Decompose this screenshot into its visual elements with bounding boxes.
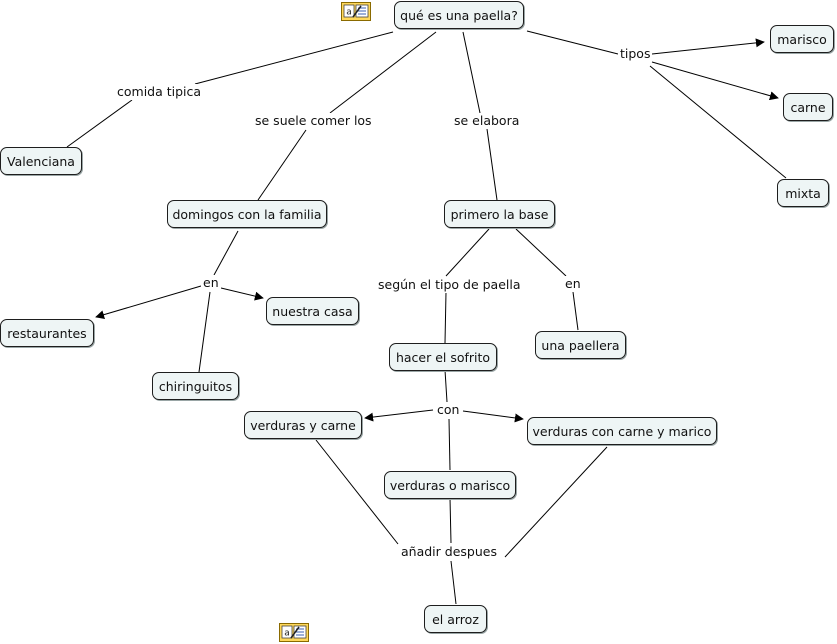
concept-primero-base[interactable]: primero la base xyxy=(444,200,555,228)
link-line xyxy=(364,409,434,422)
link-line xyxy=(449,497,452,544)
concept-valenciana[interactable]: Valenciana xyxy=(0,147,82,175)
link-line xyxy=(486,128,498,201)
link-phrase-se-suele-comer: se suele comer los xyxy=(253,113,374,129)
link-line xyxy=(220,287,264,301)
link-line xyxy=(649,65,787,179)
link-phrase-en: en xyxy=(201,275,221,291)
link-line xyxy=(504,446,608,558)
link-line xyxy=(448,418,451,471)
link-line xyxy=(315,439,399,545)
link-phrase-se-elabora: se elabora xyxy=(452,113,522,129)
link-line xyxy=(66,99,133,148)
link-line xyxy=(462,31,481,114)
link-line xyxy=(526,30,619,55)
link-line xyxy=(450,560,457,605)
link-line xyxy=(462,410,524,423)
link-line xyxy=(198,291,211,373)
link-line xyxy=(515,228,567,277)
concept-el-arroz[interactable]: el arroz xyxy=(424,605,487,633)
link-phrase-tipos: tipos xyxy=(618,46,653,62)
link-line xyxy=(444,369,448,403)
concept-marisco[interactable]: marisco xyxy=(770,25,834,53)
concept-una-paellera[interactable]: una paellera xyxy=(535,331,626,359)
svg-text:a: a xyxy=(284,629,290,639)
link-phrase-con: con xyxy=(435,402,462,418)
concept-verduras-o-marisco[interactable]: verduras o marisco xyxy=(384,471,516,499)
link-phrase-comida-tipica: comida tipica xyxy=(115,84,204,100)
link-line xyxy=(445,228,490,277)
link-line xyxy=(95,285,202,320)
link-line xyxy=(329,31,437,114)
link-line xyxy=(213,230,239,276)
link-line xyxy=(257,129,307,201)
resource-annotation-icon[interactable]: a xyxy=(341,2,371,21)
concept-hacer-sofrito[interactable]: hacer el sofrito xyxy=(389,343,497,371)
svg-text:a: a xyxy=(346,8,352,18)
link-line xyxy=(651,38,765,55)
concept-chiringuitos[interactable]: chiringuitos xyxy=(152,372,239,400)
link-line xyxy=(194,31,394,85)
concept-verduras-carne-marico[interactable]: verduras con carne y marico xyxy=(527,417,717,445)
concept-domingos-familia[interactable]: domingos con la familia xyxy=(167,200,327,228)
resource-annotation-icon[interactable]: a xyxy=(279,623,309,642)
link-phrase-segun-tipo: según el tipo de paella xyxy=(376,277,523,293)
concept-mixta[interactable]: mixta xyxy=(777,179,829,207)
link-phrase-anadir-despues: añadir despues xyxy=(399,544,499,560)
concept-verduras-y-carne[interactable]: verduras y carne xyxy=(244,411,362,439)
concept-nuestra-casa[interactable]: nuestra casa xyxy=(266,297,359,325)
concept-que-es-paella[interactable]: qué es una paella? xyxy=(394,1,524,29)
link-line xyxy=(651,61,779,101)
concept-restaurantes[interactable]: restaurantes xyxy=(0,319,94,347)
concept-carne[interactable]: carne xyxy=(783,93,833,121)
link-line xyxy=(444,291,447,344)
link-line xyxy=(572,291,579,331)
link-phrase-en: en xyxy=(563,276,583,292)
